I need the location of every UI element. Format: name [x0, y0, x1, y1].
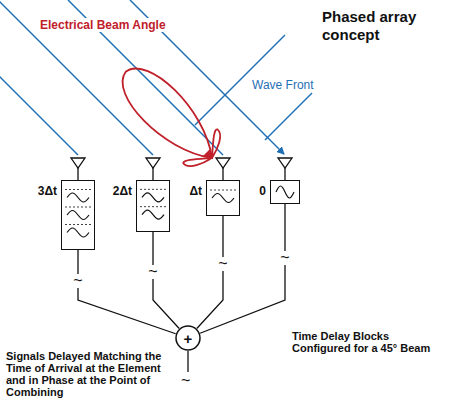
wave-stroke	[67, 210, 89, 219]
wave-stroke	[142, 210, 164, 219]
signal-label: ~	[278, 251, 291, 265]
filter-tick	[210, 189, 236, 190]
signal-wire	[153, 232, 179, 328]
delay-block: 0	[259, 180, 300, 204]
wave-stroke	[276, 186, 294, 198]
delay-label: Δt	[189, 184, 202, 198]
output-signal-label: ~	[181, 374, 190, 388]
wave-stroke	[67, 193, 89, 202]
antenna-symbols	[71, 158, 292, 180]
delay-box	[136, 180, 170, 232]
filter-tick	[140, 188, 166, 189]
signal-label: ~	[71, 274, 84, 288]
output-wire	[187, 351, 188, 372]
note-text: Signals Delayed Matching the Time of Arr…	[6, 350, 171, 398]
signal-label: ~	[146, 265, 159, 279]
circle-shape	[176, 326, 200, 350]
signal-wire	[78, 250, 176, 334]
filter-tick	[65, 189, 91, 190]
delay-box	[61, 180, 95, 250]
beam-angle-label: Electrical Beam Angle	[38, 18, 168, 32]
delay-box	[206, 180, 240, 216]
wave-symbol	[206, 180, 240, 216]
filter-tick	[140, 206, 166, 207]
operator-symbol: +	[184, 331, 193, 346]
delay-block: 2Δt	[113, 180, 170, 232]
summing-node: +	[175, 325, 201, 351]
wave-stroke	[67, 228, 89, 237]
delay-box	[270, 180, 300, 204]
delay-block: Δt	[189, 180, 240, 216]
wave-front-label: Wave Front	[250, 78, 316, 92]
delay-label: 0	[259, 184, 266, 198]
wave-stroke	[142, 192, 164, 201]
delay-label: 3Δt	[38, 184, 57, 198]
delay-block: 3Δt	[38, 180, 95, 250]
wave-symbol	[136, 180, 170, 232]
signal-wire	[197, 216, 223, 328]
wave-symbol	[61, 180, 95, 250]
wave-stroke	[212, 193, 234, 202]
beam-lobe	[107, 53, 234, 180]
wave-symbol	[270, 180, 300, 204]
signal-label: ~	[216, 257, 229, 271]
signal-wire	[200, 204, 285, 333]
diagram-title: Phased array concept	[322, 8, 440, 44]
note-text: Time Delay Blocks Configured for a 45° B…	[292, 330, 442, 354]
filter-tick	[65, 224, 91, 225]
delay-label: 2Δt	[113, 184, 132, 198]
filter-tick	[65, 206, 91, 207]
beam-arrowhead	[203, 149, 212, 158]
